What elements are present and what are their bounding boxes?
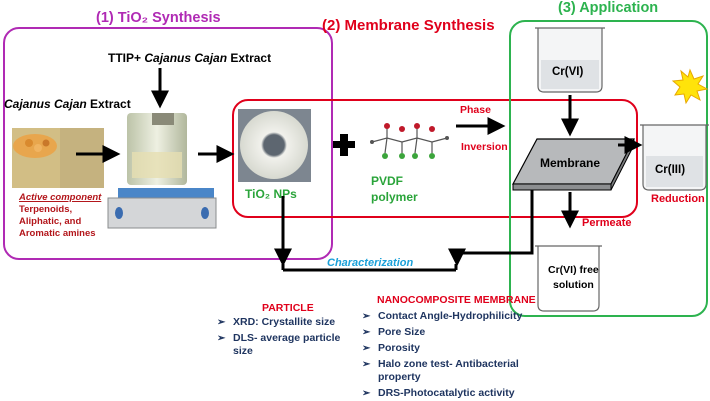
pvdf-molecule-icon <box>370 123 449 159</box>
nanocomposite-list: ➢Contact Angle-Hydrophilicity ➢Pore Size… <box>362 310 522 400</box>
synthesis-box <box>3 27 333 260</box>
tio2-nps-image <box>238 109 311 182</box>
bullet-arrow-icon: ➢ <box>217 333 226 344</box>
active-component-title: Active component <box>19 192 102 203</box>
stirrer-photo <box>107 113 217 229</box>
bullet-arrow-icon: ➢ <box>362 311 371 322</box>
beaker-right <box>640 124 709 191</box>
particle-item-cont: size <box>233 345 253 357</box>
nanocomposite-item-cont: property <box>378 371 421 383</box>
beaker-bottom <box>535 245 602 312</box>
pvdf-label: PVDF <box>371 174 404 188</box>
ttip-extract-label: TTIP+ Cajanus Cajan Extract <box>108 51 271 65</box>
polymer-label: polymer <box>371 190 418 204</box>
nanocomposite-item: ➢DRS-Photocatalytic activity <box>362 387 515 399</box>
active-component-item: Terpenoids, <box>19 204 73 215</box>
sun-icon <box>671 68 709 105</box>
inversion-label: Inversion <box>461 141 508 153</box>
beaker-right-label: Cr(III) <box>655 164 686 176</box>
membrane-label: Membrane <box>540 156 601 170</box>
arrow-icon <box>76 68 643 272</box>
permeate-label: Permeate <box>582 217 632 229</box>
bullet-arrow-icon: ➢ <box>362 343 371 354</box>
particle-list: ➢XRD: Crystallite size ➢DLS- average par… <box>217 316 340 358</box>
beaker-top-label: Cr(VI) <box>552 66 584 78</box>
nanocomposite-title: NANOCOMPOSITE MEMBRANE <box>377 294 536 306</box>
ttip-extract-name: Cajanus Cajan <box>144 51 228 65</box>
phase-label: Phase <box>460 104 491 116</box>
nanocomposite-item: ➢Porosity <box>362 342 421 354</box>
particle-item: ➢DLS- average particle <box>217 332 341 344</box>
reduction-label: Reduction <box>651 193 705 205</box>
extract-suffix: Extract <box>86 97 131 111</box>
characterization-label: Characterization <box>327 257 414 269</box>
nanocomposite-item: ➢Pore Size <box>362 326 426 338</box>
extract-name: Cajanus Cajan <box>4 97 87 111</box>
ttip-label: TTIP+ <box>108 51 142 65</box>
application-box <box>509 20 708 317</box>
synthesis-title: (1) TiO₂ Synthesis <box>96 10 221 26</box>
extract-photo <box>12 128 104 188</box>
plus-icon <box>333 134 355 156</box>
active-component-item: Aliphatic, and <box>19 216 82 227</box>
bullet-arrow-icon: ➢ <box>362 327 371 338</box>
particle-item: ➢XRD: Crystallite size <box>217 316 336 328</box>
nanocomposite-item: ➢Contact Angle-Hydrophilicity <box>362 310 523 322</box>
beaker-top <box>535 27 605 93</box>
ttip-extract-suffix: Extract <box>227 51 272 65</box>
free-solution-line2: solution <box>553 279 594 291</box>
bullet-arrow-icon: ➢ <box>362 388 371 399</box>
free-solution-line1: Cr(VI) free <box>548 264 599 276</box>
membrane-title: (2) Membrane Synthesis <box>322 17 495 34</box>
bullet-arrow-icon: ➢ <box>217 317 226 328</box>
extract-label: Cajanus Cajan Extract <box>4 97 131 111</box>
particle-title: PARTICLE <box>262 302 314 314</box>
application-title: (3) Application <box>558 0 659 16</box>
nanocomposite-item: ➢Halo zone test- Antibacterial <box>362 358 519 370</box>
active-component-item: Aromatic amines <box>19 228 96 239</box>
bullet-arrow-icon: ➢ <box>362 359 371 370</box>
